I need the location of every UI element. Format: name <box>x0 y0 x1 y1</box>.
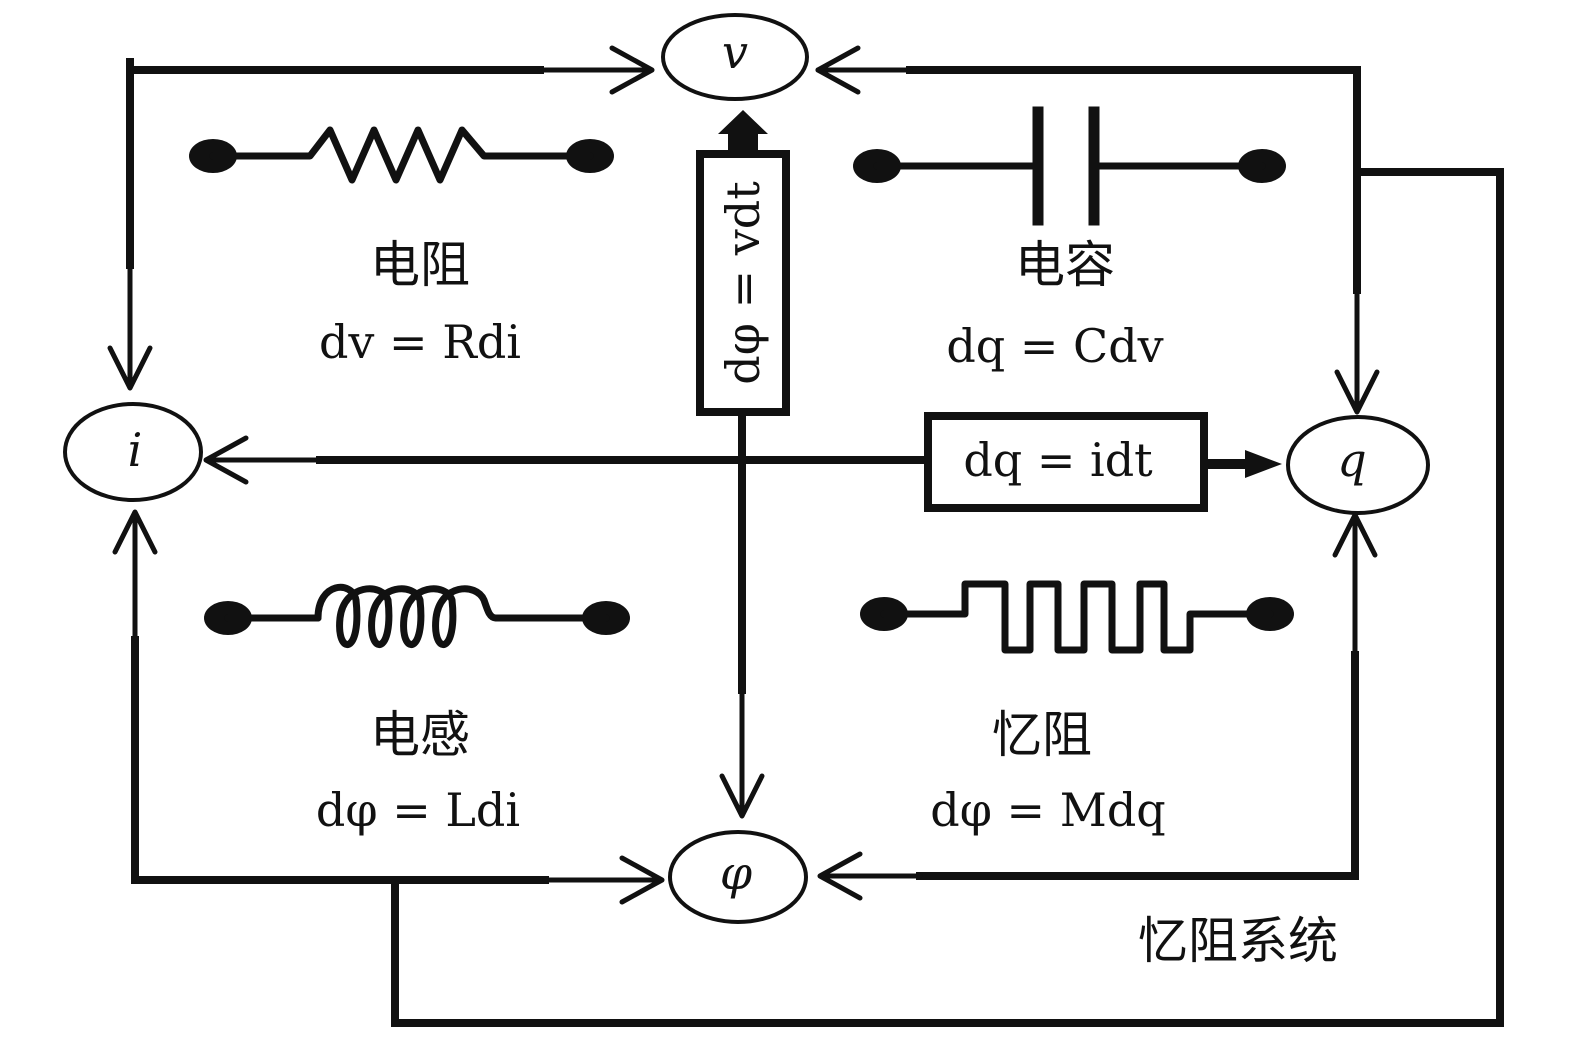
memristor-system-label: 忆阻系统 <box>1138 912 1338 970</box>
wire-q-to-v <box>815 45 1380 415</box>
inductor-symbol <box>204 583 630 649</box>
memristor-name: 忆阻 <box>992 706 1092 764</box>
node-v-label: v <box>722 25 748 79</box>
node-phi: φ <box>668 830 808 924</box>
capacitor-symbol <box>853 106 1286 226</box>
charge-relation-text: dq = idt <box>963 433 1153 487</box>
wire-v-to-i <box>107 66 153 391</box>
memristor-symbol <box>860 580 1294 654</box>
arrowhead-icon <box>1332 512 1378 558</box>
node-i: i <box>63 402 203 502</box>
arrowhead-icon <box>1334 369 1380 415</box>
arrowhead-icon <box>203 435 249 485</box>
wire-i-to-v <box>126 45 655 95</box>
arrowhead-icon <box>815 45 861 95</box>
node-q: q <box>1286 415 1430 515</box>
charge-right-arrow-icon <box>1245 450 1282 478</box>
flux-relation-text: dφ = vdt <box>716 181 770 385</box>
flux-up-arrow-icon <box>718 110 768 154</box>
inductor-name: 电感 <box>370 706 470 764</box>
arrowhead-icon <box>107 345 153 391</box>
resistor-name: 电阻 <box>370 236 470 294</box>
node-i-label: i <box>128 423 143 477</box>
arrowhead-icon <box>609 45 655 95</box>
flux-relation: dφ = vdt <box>696 110 790 819</box>
charge-relation-box <box>924 412 1208 512</box>
capacitor-equation: dq = Cdv <box>946 319 1163 373</box>
memristor-system-loop <box>391 168 1504 1027</box>
node-phi-label: φ <box>720 846 753 900</box>
capacitor-name: 电容 <box>1015 236 1115 294</box>
flux-relation-box <box>696 150 790 416</box>
arrowhead-icon <box>817 851 863 901</box>
resistor-equation: dv = Rdi <box>319 315 521 369</box>
arrowhead-icon <box>619 855 665 905</box>
charge-relation: dq = idt <box>203 412 1282 512</box>
wire-q-to-phi <box>817 512 1378 901</box>
node-v: v <box>661 13 809 101</box>
arrowhead-icon <box>112 509 158 555</box>
memristor-equation: dφ = Mdq <box>930 783 1165 837</box>
resistor-symbol <box>189 126 614 184</box>
arrowhead-icon <box>719 773 765 819</box>
inductor-equation: dφ = Ldi <box>316 783 520 837</box>
node-q-label: q <box>1337 433 1366 487</box>
wire-phi-to-i <box>112 509 665 905</box>
